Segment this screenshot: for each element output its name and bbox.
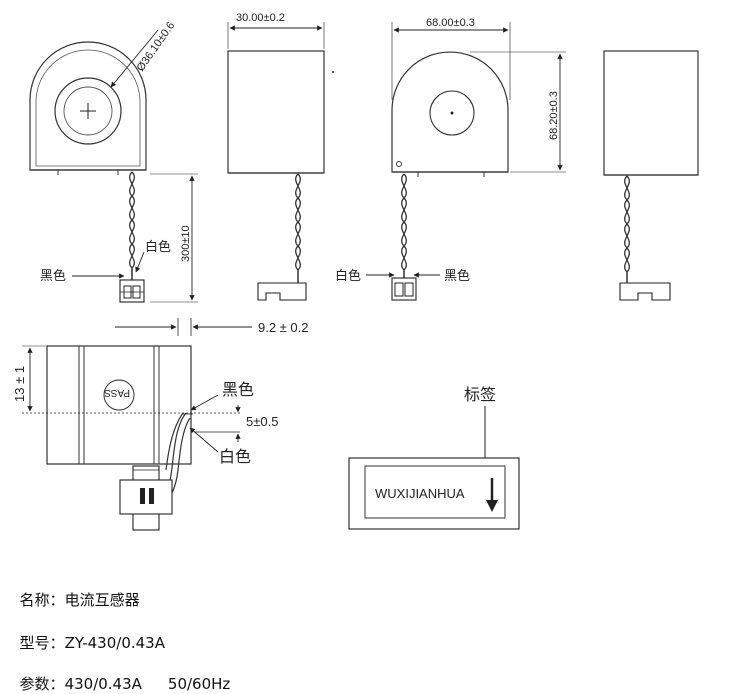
product-name-line: 名称：电流互感器	[10, 571, 140, 610]
pin-width-dimension: 9.2 ± 0.2	[258, 320, 309, 335]
product-params-line: 参数：430/0.43A 50/60Hz	[10, 655, 231, 694]
params-label: 参数：	[19, 675, 65, 693]
side-view: 30.00±0.2	[227, 12, 334, 301]
model-value: ZY-430/0.43A	[64, 634, 165, 652]
diameter-dimension: Ø36.10±0.6	[135, 20, 178, 74]
black-wire-label-2: 黑色	[444, 268, 470, 284]
white-wire-label: 白色	[145, 239, 171, 255]
wire-offset-dimension: 5±0.5	[246, 414, 278, 429]
black-wire-label-3: 黑色	[222, 380, 254, 399]
brand-name: WUXIJIANHUA	[375, 486, 465, 501]
params-ratio: 430/0.43A	[64, 675, 142, 693]
dimension-view: 68.00±0.3 68.20±0.3 白色 黑色	[335, 17, 566, 301]
arrow-down-icon	[486, 500, 498, 512]
white-wire-label-3: 白色	[219, 447, 251, 466]
params-frequency: 50/60Hz	[167, 675, 231, 693]
white-wire-label-2: 白色	[335, 268, 361, 284]
label-view: 标签 WUXIJIANHUA	[348, 385, 520, 530]
width-dimension: 68.00±0.3	[426, 17, 475, 29]
tag-label: 标签	[464, 385, 496, 404]
pass-stamp: PASS	[104, 387, 130, 398]
product-model-line: 型号：ZY-430/0.43A	[10, 614, 165, 653]
name-label: 名称：	[19, 591, 65, 609]
label-height-dimension: 13 ± 1	[12, 366, 27, 402]
technical-drawing: Ø36.10±0.6 黑色 白色 300±10 9.2 ± 0.2 30.00±…	[12, 12, 699, 531]
thickness-dimension: 30.00±0.2	[236, 12, 285, 24]
name-value: 电流互感器	[64, 591, 140, 609]
lead-length-dimension: 300±10	[180, 225, 192, 262]
model-label: 型号：	[19, 634, 65, 652]
height-dimension: 68.20±0.3	[548, 91, 560, 140]
black-wire-label: 黑色	[40, 268, 66, 284]
right-side-view	[603, 50, 699, 301]
bottom-view: 13 ± 1 PASS 5±0.5 黑色 白色	[12, 345, 278, 531]
